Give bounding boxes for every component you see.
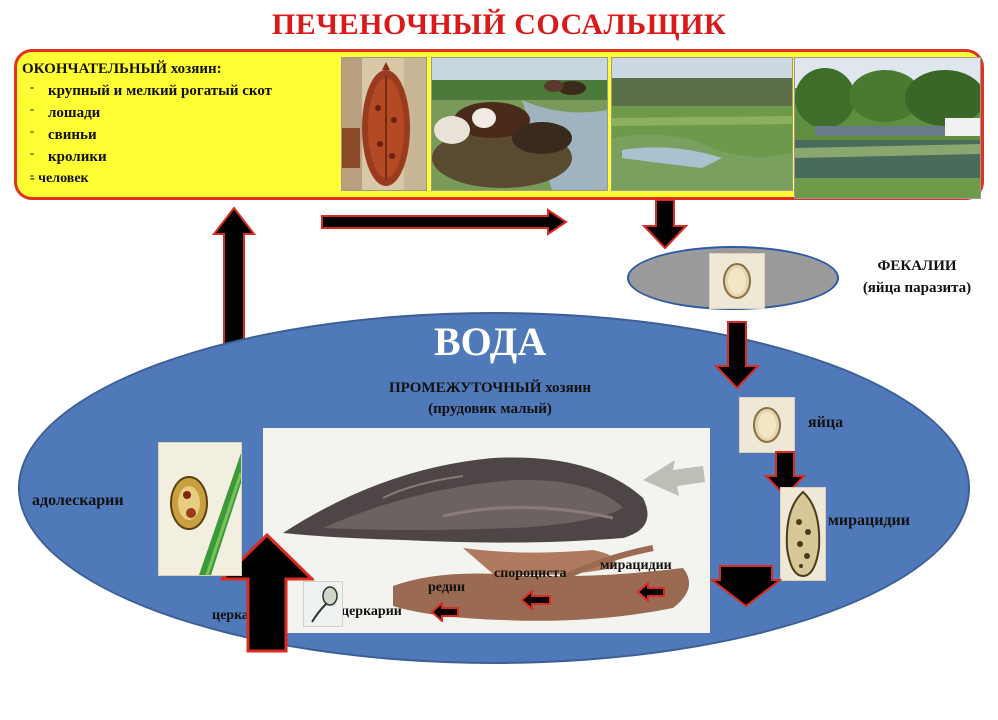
pond-people-photo <box>794 57 981 199</box>
adolescaria-label: адолескарии <box>32 492 124 509</box>
host-item-horses: лошади <box>22 98 332 124</box>
redia-label: редии <box>428 580 466 595</box>
marsh-photo <box>611 57 793 191</box>
cattle-photo <box>431 57 608 191</box>
arrow-down-to-miracidia <box>764 451 806 498</box>
cercaria-inner-label: церкарии <box>341 604 402 619</box>
water-label: ВОДА <box>434 319 547 364</box>
arrow-miracidia-to-snail <box>710 565 782 608</box>
host-item-pigs: свиньи <box>22 120 332 146</box>
feces-label: ФЕКАЛИИ (яйца паразита) <box>842 255 992 299</box>
feces-label-line2: (яйца паразита) <box>862 280 972 296</box>
miracidia-inner-label: мирацидии <box>600 558 672 573</box>
definitive-host-list: ОКОНЧАТЕЛЬНЫЙ хозяин: крупный и мелкий р… <box>22 58 332 190</box>
eggs-label: яйца <box>808 414 844 431</box>
arrow-sporocyst-to-redia <box>520 590 551 610</box>
arrow-down-to-eggs <box>714 321 760 390</box>
eggs-image <box>739 397 795 453</box>
intermediate-host-line1: ПРОМЕЖУТОЧНЫЙ хозяин <box>389 380 591 396</box>
arrow-right-host <box>321 208 568 236</box>
arrow-miracidia-to-sporocyst <box>636 582 665 602</box>
fluke-photo <box>341 57 427 191</box>
arrow-cercaria-to-adolescaria <box>220 533 314 653</box>
arrow-down-to-feces <box>641 199 689 250</box>
host-item-human: - человек <box>22 164 332 190</box>
sporocyst-label: спороциста <box>494 566 567 581</box>
diagram-title: ПЕЧЕНОЧНЫЙ СОСАЛЬЩИК <box>271 8 727 41</box>
definitive-host-heading: ОКОНЧАТЕЛЬНЫЙ хозяин: <box>22 61 222 77</box>
host-item-cattle: крупный и мелкий рогатый скот <box>22 76 332 102</box>
feces-label-line1: ФЕКАЛИИ <box>877 258 957 274</box>
cercaria-image <box>303 581 343 627</box>
miracidia-label: мирацидии <box>828 512 910 529</box>
miracidium-image <box>780 487 826 581</box>
intermediate-host-label: ПРОМЕЖУТОЧНЫЙ хозяин (прудовик малый) <box>340 378 640 420</box>
intermediate-host-line2: (прудовик малый) <box>428 401 552 417</box>
adolescaria-image <box>158 442 243 576</box>
host-item-rabbits: кролики <box>22 142 332 168</box>
snail-image <box>263 428 710 633</box>
arrow-redia-to-cercaria <box>430 602 459 622</box>
parasite-egg-image <box>709 253 765 309</box>
